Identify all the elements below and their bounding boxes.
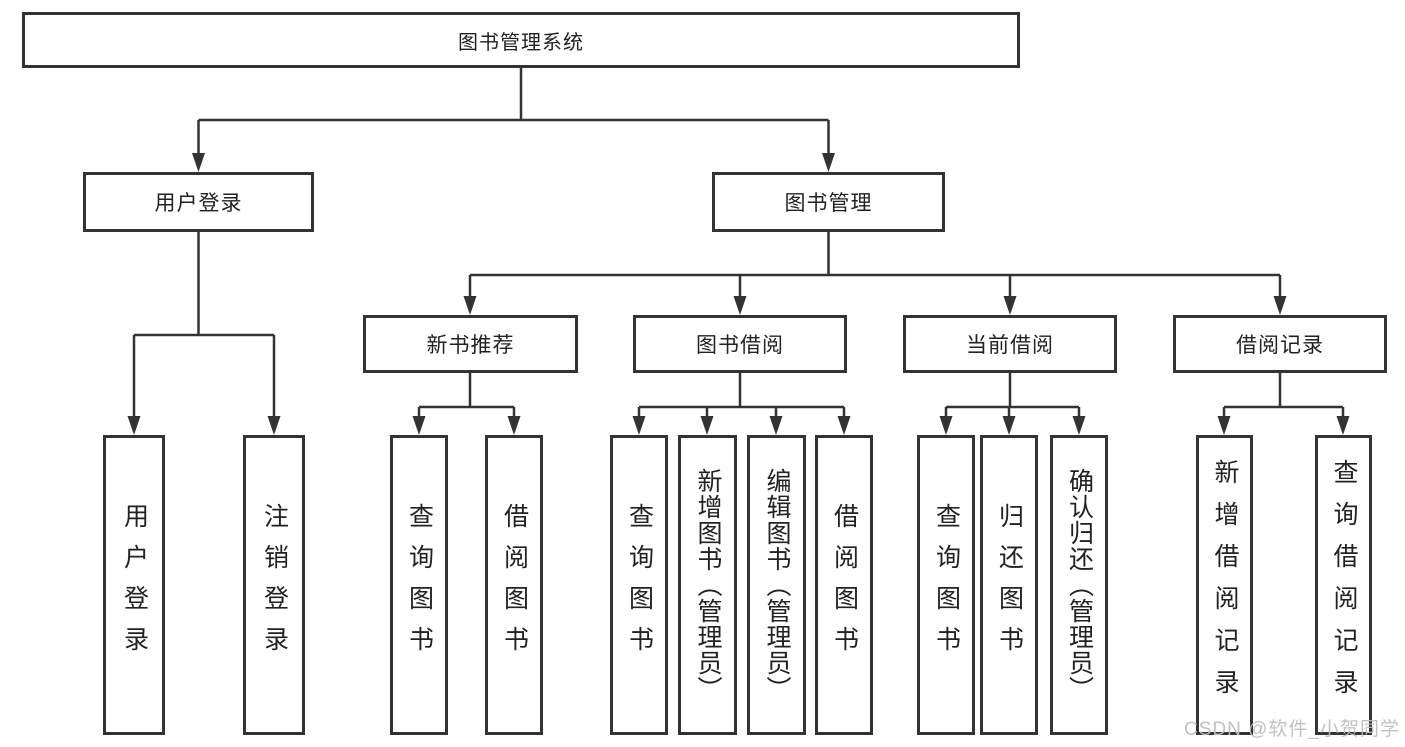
node-book-management: 图书管理 [712,172,945,232]
node-label: 注销登录 [260,503,289,667]
leaf-query-borrow-record: 查询借阅记录 [1315,435,1372,735]
arrowhead-icon [700,416,714,435]
arrowhead-icon [769,416,783,435]
node-label: 图书管理 [784,192,873,215]
node-label: 归还图书 [995,503,1024,667]
leaf-add-book-admin: 新增图书（管理员） [678,435,737,735]
leaf-logout: 注销登录 [243,435,305,735]
node-label: 用户登录 [120,503,149,667]
watermark: CSDN @软件_小贺同学 [1184,719,1400,740]
arrowhead-icon [412,416,426,435]
node-label: 查询图书 [625,503,654,667]
node-label: 确认归还（管理员） [1065,468,1094,702]
arrowhead-icon [733,296,747,315]
arrowhead-icon [1336,416,1350,435]
node-label: 查询图书 [405,503,434,667]
node-label: 查询借阅记录 [1330,459,1358,711]
arrowhead-icon [1072,416,1086,435]
arrowhead-icon [127,416,141,435]
arrowhead-icon [632,416,646,435]
arrowhead-icon [822,153,835,172]
node-label: 当前借阅 [966,334,1054,357]
node-label: 借阅图书 [500,503,529,667]
arrowhead-icon [939,416,953,435]
node-label: 新增借阅记录 [1211,459,1239,711]
node-label: 编辑图书（管理员） [763,468,791,702]
node-new-book-recommendation: 新书推荐 [363,315,578,373]
leaf-query-books-current: 查询图书 [917,435,975,735]
arrowhead-icon [267,416,281,435]
arrowhead-icon [192,153,205,172]
node-user-login: 用户登录 [83,172,314,232]
arrowhead-icon [507,416,521,435]
node-label: 新增图书（管理员） [694,468,722,702]
node-label: 借阅记录 [1236,334,1324,357]
node-library-management-system: 图书管理系统 [22,12,1020,68]
arrowhead-icon [463,296,477,315]
connector-new-book-children [412,373,521,435]
node-label: 查询图书 [932,503,961,667]
node-borrowing-records: 借阅记录 [1173,315,1387,373]
arrowhead-icon [1002,416,1016,435]
node-label: 借阅图书 [830,503,859,667]
arrowhead-icon [1003,296,1017,315]
node-label: 图书借阅 [696,334,784,357]
arrowhead-icon [1217,416,1231,435]
node-label: 新书推荐 [426,334,515,357]
leaf-add-borrow-record: 新增借阅记录 [1196,435,1253,735]
connector-root-to-level2 [192,68,835,172]
connector-borrow-records-children [1217,373,1350,435]
leaf-borrow-books-recommend: 借阅图书 [485,435,543,735]
arrowhead-icon [1273,296,1287,315]
leaf-return-book: 归还图书 [980,435,1038,735]
leaf-edit-book-admin: 编辑图书（管理员） [747,435,806,735]
node-current-borrowing: 当前借阅 [903,315,1117,373]
connector-book-management-to-level3 [463,232,1287,315]
arrowhead-icon [837,416,851,435]
leaf-borrow-books: 借阅图书 [815,435,873,735]
node-label: 用户登录 [154,192,243,215]
leaf-user-login: 用户登录 [103,435,165,735]
connector-book-borrow-children [632,373,851,435]
connector-current-borrow-children [939,373,1086,435]
leaf-confirm-return-admin: 确认归还（管理员） [1050,435,1108,735]
leaf-query-books-recommend: 查询图书 [390,435,448,735]
connector-user-login-children [127,232,281,435]
node-label: 图书管理系统 [458,31,584,54]
node-book-borrowing: 图书借阅 [633,315,847,373]
leaf-query-books-borrow: 查询图书 [610,435,668,735]
